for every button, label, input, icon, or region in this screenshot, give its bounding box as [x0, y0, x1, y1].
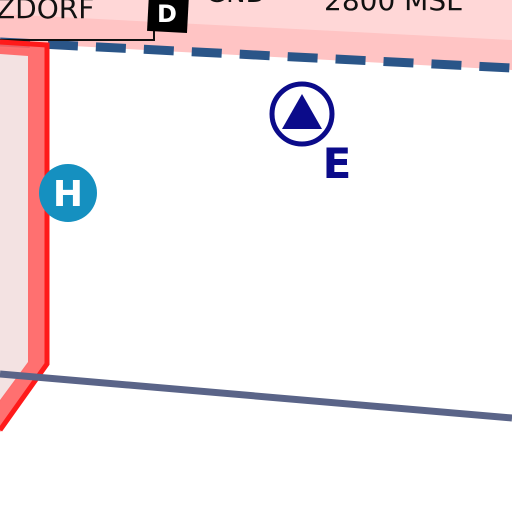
airspace-class-badge: D: [147, 0, 189, 34]
airspace-name: ZDORF: [0, 0, 94, 25]
tma-dashed-boundary: [0, 37, 512, 73]
fir-boundary-line: [0, 370, 512, 422]
airspace-lower-limit: GND: [206, 0, 266, 9]
reporting-point-label: E: [323, 139, 352, 188]
heliport-marker[interactable]: H: [39, 164, 97, 222]
ctr-band-light: [0, 0, 512, 40]
ctr-fill: [0, 48, 30, 402]
reporting-point-marker[interactable]: [269, 81, 335, 147]
airspace-upper-limit: 2800 MSL: [324, 0, 462, 17]
heliport-icon: [39, 164, 97, 222]
heliport-symbol: H: [53, 174, 83, 215]
reporting-point-triangle: [282, 94, 322, 129]
ctr-inner-band: [0, 40, 48, 432]
airspace-class-letter: D: [157, 0, 177, 28]
